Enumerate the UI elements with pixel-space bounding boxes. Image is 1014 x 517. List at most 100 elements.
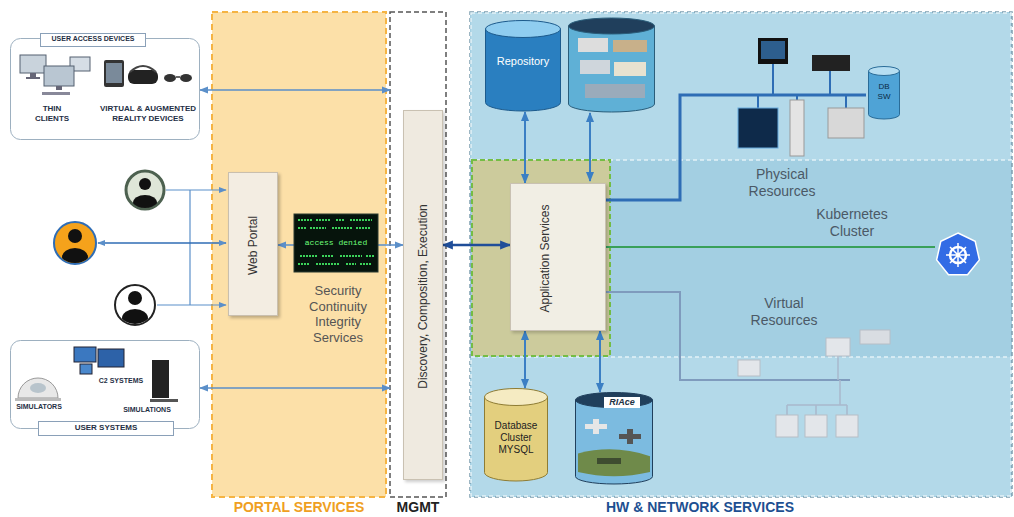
text-holder: Physical Resources xyxy=(736,166,828,200)
text-holder: Web Portal xyxy=(246,180,263,310)
keyboard-icon xyxy=(150,399,178,402)
group-outline xyxy=(11,341,200,429)
text-holder: Virtual Resources xyxy=(738,295,830,329)
mgmt-box: Discovery, Composition, Execution xyxy=(403,110,443,480)
text-holder: USER ACCESS DEVICES xyxy=(40,35,146,43)
connector xyxy=(524,112,526,183)
hw-bottom-area xyxy=(471,357,1011,496)
monitor-device xyxy=(758,38,788,64)
group-tab xyxy=(39,422,174,436)
text-holder: Kubernetes Cluster xyxy=(806,206,898,240)
aircraft-picture xyxy=(585,84,645,98)
connector xyxy=(524,331,526,388)
system-caption: SIMULATORS xyxy=(12,403,66,411)
group-tab xyxy=(41,34,146,47)
cylinder-body xyxy=(486,29,561,111)
bus-drop xyxy=(772,64,774,95)
hw-band-fill xyxy=(470,12,1012,497)
user-body xyxy=(133,195,157,211)
aircraft-picture xyxy=(614,62,646,76)
server-device xyxy=(828,108,864,138)
text-holder: PORTAL SERVICES xyxy=(212,499,386,516)
band-heading: MGMT xyxy=(386,499,450,516)
resource-caption: Physical Resources xyxy=(736,166,828,200)
cylinder-body xyxy=(576,400,653,484)
monitor-icon xyxy=(44,66,74,86)
band-heading: HW & NETWORK SERVICES xyxy=(560,499,840,516)
cylinder-top xyxy=(569,18,655,34)
connector xyxy=(599,331,601,392)
glasses-bridge xyxy=(176,76,180,78)
simulator-dome xyxy=(18,378,58,398)
tablet-icon xyxy=(104,60,124,87)
application-box: Application Services xyxy=(510,183,606,331)
connector xyxy=(200,89,390,91)
monitor-base xyxy=(26,77,40,79)
bus-drop xyxy=(796,95,798,100)
aircraft-picture xyxy=(578,38,608,52)
text-holder: Discovery, Composition, Execution xyxy=(416,116,433,476)
device-caption: VIRTUAL & AUGMENTED REALITY DEVICES xyxy=(100,104,196,123)
kubernetes-logo xyxy=(937,233,980,275)
text-holder: MGMT xyxy=(386,499,450,516)
connector xyxy=(443,244,510,247)
band-heading: PORTAL SERVICES xyxy=(212,499,386,516)
application-area xyxy=(472,160,610,356)
user-link xyxy=(157,304,226,305)
text-holder: THIN CLIENTS xyxy=(28,104,76,123)
c2-screen xyxy=(74,347,96,362)
user-head xyxy=(139,178,151,190)
virtual-device xyxy=(860,330,890,344)
computer-tower xyxy=(152,360,169,398)
screen-text: access denied xyxy=(296,238,376,248)
text-holder: access denied xyxy=(296,238,376,248)
user-silhouette xyxy=(122,291,148,327)
virtual-device xyxy=(776,415,798,437)
group-outline xyxy=(11,39,200,140)
box-label: Discovery, Composition, Execution xyxy=(416,116,430,476)
portal-box: Web Portal xyxy=(228,172,278,316)
mgmt-band-fill xyxy=(390,12,446,497)
terrain xyxy=(578,449,650,476)
monitor-stand xyxy=(56,86,62,90)
text-holder: Security Continuity Integrity Services xyxy=(298,283,378,345)
user-link xyxy=(98,242,226,244)
monitor-icon xyxy=(20,55,46,73)
repository-cylinder: Repository xyxy=(485,20,561,112)
c2-tablet xyxy=(80,364,92,374)
cylinder-top xyxy=(486,21,561,38)
kubernetes-spokes xyxy=(946,243,970,267)
user-link xyxy=(166,189,226,190)
bus-drop xyxy=(837,356,839,380)
virtual-device xyxy=(826,338,850,356)
headset-strap xyxy=(130,66,156,72)
virtual-device xyxy=(836,415,858,437)
text-holder: Repository xyxy=(485,55,561,68)
user-body xyxy=(62,248,88,266)
connector xyxy=(200,387,390,389)
resource-caption: Virtual Resources xyxy=(738,295,830,329)
c2-screen xyxy=(98,349,124,367)
headset-icon xyxy=(128,70,158,84)
vehicle-shape xyxy=(597,458,621,464)
aircraft-picture xyxy=(613,40,647,52)
device-group-box: USER ACCESS DEVICES THIN CLIENTS VIRTUAL &… xyxy=(10,33,200,137)
glasses-lens xyxy=(180,74,192,82)
cylinder-top xyxy=(576,393,653,408)
cylinder-label: DB SW xyxy=(874,82,894,101)
hw-top-area xyxy=(471,13,1011,160)
user-body xyxy=(122,309,148,327)
logo-text: RIAce xyxy=(604,397,640,408)
virtual-bus xyxy=(606,292,850,380)
text-holder: Database Cluster MYSQL xyxy=(486,420,546,456)
system-caption: C2 SYSTEMS xyxy=(96,377,146,385)
text-holder: DB SW xyxy=(874,82,894,101)
bus-drop xyxy=(757,95,759,108)
virtual-device xyxy=(738,360,760,376)
text-holder: RIAce xyxy=(604,397,640,408)
text-holder: VIRTUAL & AUGMENTED REALITY DEVICES xyxy=(100,104,196,123)
image-cylinder xyxy=(569,26,655,112)
tower-device xyxy=(790,100,804,156)
data-link xyxy=(589,113,591,181)
